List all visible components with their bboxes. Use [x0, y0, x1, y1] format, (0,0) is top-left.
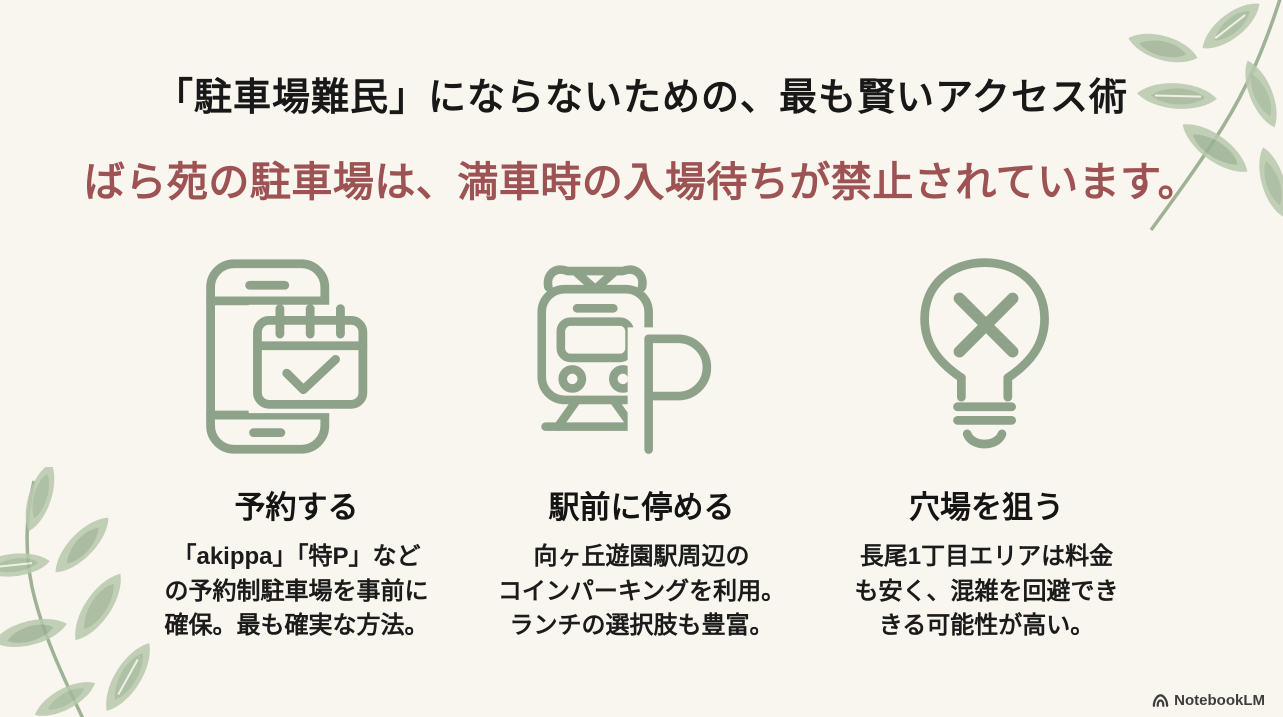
tip-body-line: きる可能性が高い。	[878, 612, 1095, 640]
notebooklm-badge: NotebookLM	[1152, 692, 1265, 709]
notebooklm-logo-icon	[1152, 694, 1169, 707]
tip-heading: 穴場を狙う	[909, 490, 1064, 525]
train-parking-icon	[469, 250, 814, 462]
tip-card-reserve: 予約する 「akippa」「特P」など の予約制駐車場を事前に 確保。最も確実な…	[124, 250, 469, 644]
tip-card-station: 駅前に停める 向ヶ丘遊園駅周辺の コインパーキングを利用。 ランチの選択肢も豊富…	[469, 250, 814, 644]
tip-body: 「akippa」「特P」など の予約制駐車場を事前に 確保。最も確実な方法。	[124, 540, 469, 644]
tip-body-line: 確保。最も確実な方法。	[164, 612, 429, 640]
tip-card-hidden-spot: 穴場を狙う 長尾1丁目エリアは料金 も安く、混雑を回避でき きる可能性が高い。	[814, 250, 1159, 644]
tip-heading: 予約する	[234, 490, 359, 525]
slide-title: 「駐車場難民」にならないための、最も賢いアクセス術	[154, 77, 1129, 119]
tip-body-line: コインパーキングを利用。	[497, 577, 786, 605]
lightbulb-x-icon	[814, 250, 1159, 462]
slide-subtitle: ばら苑の駐車場は、満車時の入場待ちが禁止されています。	[83, 159, 1200, 205]
tip-body: 長尾1丁目エリアは料金 も安く、混雑を回避でき きる可能性が高い。	[814, 540, 1159, 644]
phone-calendar-check-icon	[124, 250, 469, 462]
tip-columns: 予約する 「akippa」「特P」など の予約制駐車場を事前に 確保。最も確実な…	[0, 250, 1283, 644]
tip-body: 向ヶ丘遊園駅周辺の コインパーキングを利用。 ランチの選択肢も豊富。	[469, 540, 814, 644]
tip-body-line: 長尾1丁目エリアは料金	[859, 543, 1114, 570]
tip-body-line: ランチの選択肢も豊富。	[509, 612, 774, 640]
tip-body-line: 向ヶ丘遊園駅周辺の	[533, 543, 750, 570]
tip-body-line: 「akippa」「特P」など	[172, 543, 421, 570]
tip-heading: 駅前に停める	[548, 490, 735, 525]
tip-body-line: も安く、混雑を回避でき	[854, 577, 1119, 605]
notebooklm-brand-label: NotebookLM	[1174, 692, 1265, 709]
tip-body-line: の予約制駐車場を事前に	[164, 577, 429, 605]
